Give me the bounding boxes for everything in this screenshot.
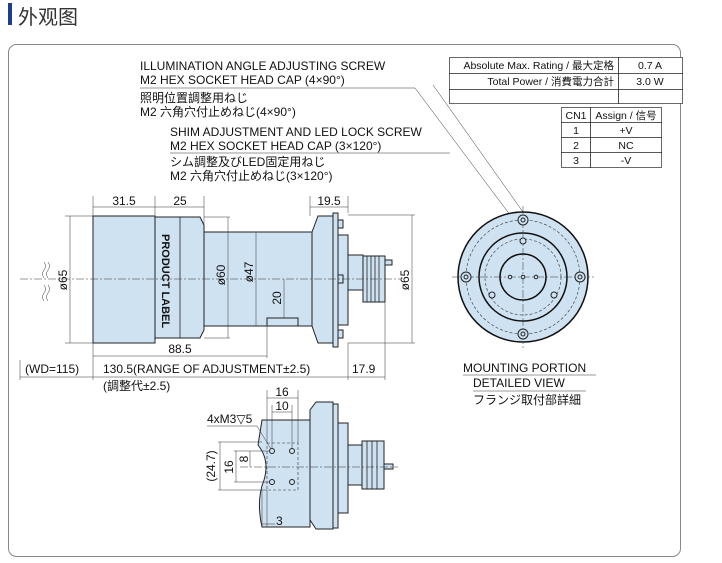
front-cap xyxy=(92,215,156,344)
dim-dia-60: ø60 xyxy=(214,264,228,285)
mount-view-title: MOUNTING PORTION xyxy=(463,361,586,375)
rating-value: 3.0 W xyxy=(636,76,664,88)
dim-16-vertical: 16 xyxy=(222,460,236,474)
leader-line xyxy=(140,87,526,236)
connector-fins xyxy=(361,440,385,490)
rating-label: Absolute Max. Rating / 最大定格 xyxy=(463,59,614,72)
callout-text: M2 HEX SOCKET HEAD CAP (4×90°) xyxy=(140,73,345,87)
mount-view-title-jp: フランジ取付部詳細 xyxy=(473,392,581,407)
bottom-view: 16 10 4xM3▽5 (24.7) 16 8 3 xyxy=(204,385,398,530)
connector xyxy=(347,254,364,291)
connector xyxy=(347,444,363,486)
mounting-holes xyxy=(269,448,295,485)
dim-10: 10 xyxy=(275,399,289,413)
dim-24-7: (24.7) xyxy=(204,450,218,481)
callout-text: ILLUMINATION ANGLE ADJUSTING SCREW xyxy=(140,59,386,73)
drawing-frame xyxy=(8,44,681,557)
dim-dia-65-left: ø65 xyxy=(56,269,70,290)
pin-signal: NC xyxy=(618,140,634,152)
rating-table: Absolute Max. Rating / 最大定格 0.7 A Total … xyxy=(449,57,683,104)
housing-body xyxy=(257,419,311,528)
mounting-view: MOUNTING PORTION DETAILED VIEW フランジ取付部詳細 xyxy=(452,206,596,407)
dim-front-length: 31.5 xyxy=(112,194,136,208)
angle-adjust-screws xyxy=(460,214,586,340)
connector-pin xyxy=(384,259,393,266)
mount-view-subtitle: DETAILED VIEW xyxy=(473,376,565,390)
shim-screws xyxy=(488,237,558,299)
dim-dia-65-right: ø65 xyxy=(398,269,412,290)
heading-accent-bar xyxy=(8,3,12,25)
dim-20: 20 xyxy=(270,291,284,305)
side-view: PRODUCT LABEL 31.5 25 19.5 ø65 ø60 ø47 2… xyxy=(19,194,415,393)
pin-number: 1 xyxy=(573,125,579,137)
product-label: PRODUCT LABEL xyxy=(159,234,171,328)
callout-text: M2 HEX SOCKET HEAD CAP (3×120°) xyxy=(170,139,381,153)
rating-label: Total Power / 消費電力合計 xyxy=(487,75,614,88)
dim-88-5: 88.5 xyxy=(168,342,192,356)
callout-text: 照明位置調整用ねじ xyxy=(140,90,248,105)
dim-3: 3 xyxy=(276,514,283,528)
dim-adjustment-range: 130.5(RANGE OF ADJUSTMENT±2.5) xyxy=(103,362,310,376)
leader-line xyxy=(432,84,524,213)
pin-number: 2 xyxy=(573,140,579,152)
pin-assignment-table: CN1 Assign / 信号 1 +V 2 NC 3 -V xyxy=(561,107,662,168)
dim-16-horizontal: 16 xyxy=(275,385,289,399)
pin-header: Assign / 信号 xyxy=(595,110,656,122)
hole-pattern-outline xyxy=(266,442,299,491)
page-title: 外观图 xyxy=(18,5,78,29)
housing-tab xyxy=(266,317,299,327)
flange xyxy=(309,401,334,530)
callout-shim-screw: SHIM ADJUSTMENT AND LED LOCK SCREW M2 HE… xyxy=(170,84,524,213)
pin-number: 3 xyxy=(573,155,579,167)
pin-header: CN1 xyxy=(565,110,586,122)
callout-text: M2 六角穴付止めねじ(3×120°) xyxy=(170,168,333,183)
connector-pins xyxy=(507,274,539,280)
dim-adjustment-range-jp: (調整代±2.5) xyxy=(103,378,170,393)
connector-pin xyxy=(383,463,394,470)
callout-illumination-screw: ILLUMINATION ANGLE ADJUSTING SCREW M2 HE… xyxy=(140,59,526,236)
label-section xyxy=(154,216,205,339)
callout-text: SHIM ADJUSTMENT AND LED LOCK SCREW xyxy=(170,125,422,139)
pin-signal: +V xyxy=(619,125,632,137)
callout-text: シム調整及びLED固定用ねじ xyxy=(170,154,325,169)
thread-callout: 4xM3▽5 xyxy=(207,412,253,426)
flange xyxy=(311,215,334,344)
break-mark xyxy=(42,261,50,302)
dim-dia-47: ø47 xyxy=(242,261,256,282)
dim-17-9: 17.9 xyxy=(352,362,376,376)
dim-label-section: 25 xyxy=(173,194,187,208)
dim-8: 8 xyxy=(237,455,251,462)
dim-flange-length: 19.5 xyxy=(317,194,341,208)
dim-working-distance: (WD=115) xyxy=(25,362,79,376)
pin-signal: -V xyxy=(621,155,632,167)
rating-value: 0.7 A xyxy=(638,60,662,72)
callout-text: M2 六角穴付止めねじ(4×90°) xyxy=(140,104,296,119)
